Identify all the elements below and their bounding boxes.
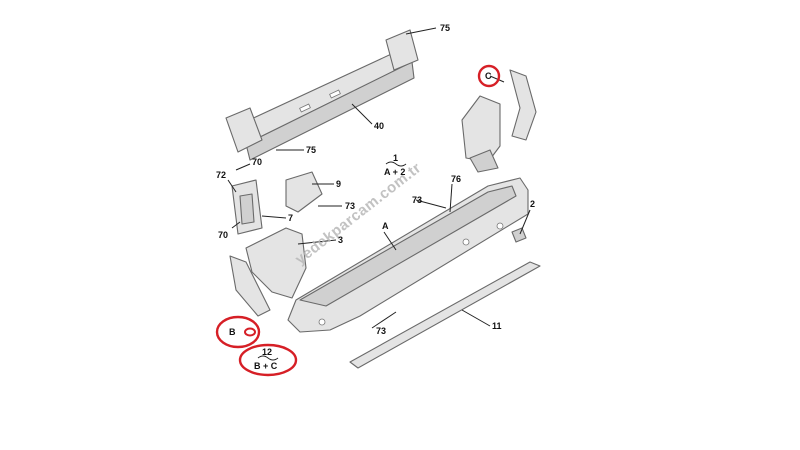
callout-a: A bbox=[382, 221, 389, 231]
side-guide bbox=[229, 227, 307, 317]
clip-b bbox=[244, 327, 256, 337]
callout-12: 12 bbox=[262, 347, 272, 357]
callout-7: 7 bbox=[288, 213, 293, 223]
callout-c: C bbox=[485, 71, 492, 81]
highlight-circle-group-12 bbox=[238, 343, 298, 377]
callout-73-upper: 73 bbox=[412, 195, 422, 205]
callout-1: 1 bbox=[393, 153, 398, 163]
right-bumper-bracket bbox=[461, 69, 537, 173]
callout-11: 11 bbox=[492, 321, 502, 331]
callout-70-bottom: 70 bbox=[218, 230, 228, 240]
callout-75-top: 75 bbox=[440, 23, 450, 33]
callout-75-lower: 75 bbox=[306, 145, 316, 155]
callout-73-bottom: 73 bbox=[376, 326, 386, 336]
callout-1-components: A + 2 bbox=[384, 167, 405, 177]
callout-76: 76 bbox=[451, 174, 461, 184]
group-tilde-12 bbox=[257, 355, 279, 361]
callout-2: 2 bbox=[530, 199, 535, 209]
callout-40: 40 bbox=[374, 121, 384, 131]
callout-b: B bbox=[229, 327, 236, 337]
bumper-cover bbox=[287, 177, 529, 333]
callout-9: 9 bbox=[336, 179, 341, 189]
reinforcement-beam bbox=[225, 29, 419, 161]
leader-lines bbox=[227, 27, 531, 329]
callout-70-top: 70 bbox=[252, 157, 262, 167]
highlight-circle-b bbox=[215, 315, 261, 349]
lower-trim-strip bbox=[349, 261, 541, 369]
callout-73-mid: 73 bbox=[345, 201, 355, 211]
group-tilde-1 bbox=[385, 161, 407, 167]
callout-3: 3 bbox=[338, 235, 343, 245]
callout-12-components: B + C bbox=[254, 361, 278, 371]
left-bracket-group bbox=[231, 171, 323, 235]
callout-72: 72 bbox=[216, 170, 226, 180]
highlight-circle-c bbox=[477, 64, 501, 88]
